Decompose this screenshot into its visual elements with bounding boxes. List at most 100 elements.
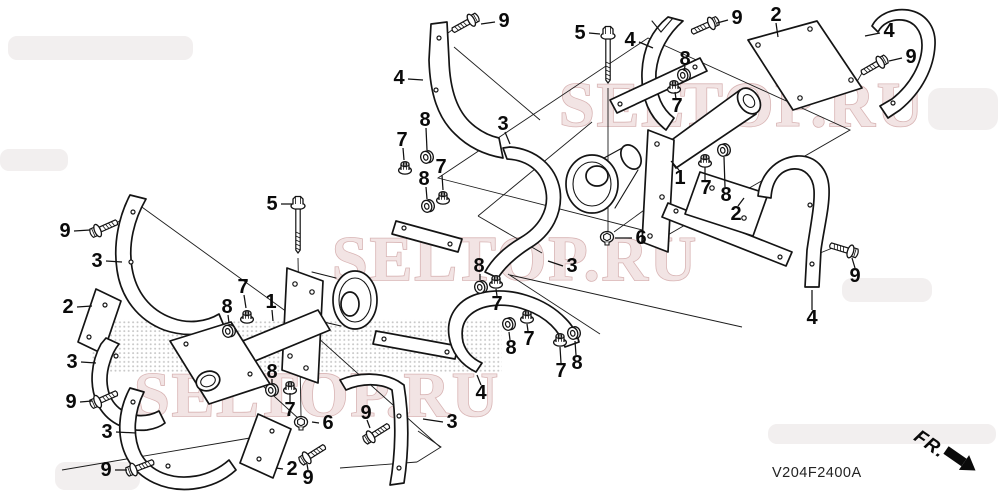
holder-bar [391,220,463,253]
callout-leader-line [271,309,274,322]
flange-nut-icon [552,332,568,347]
callout-number-17: 2 [730,203,741,225]
callout-number-2: 4 [624,29,636,51]
tine-blade [118,387,237,491]
callout-leader-line [407,78,424,81]
scan-noise-layer [0,36,998,490]
callout-number-39: 3 [446,411,457,433]
callout-leader-line [674,91,677,100]
callout-number-44: 7 [523,328,534,350]
front-direction-arrow-icon [943,446,976,471]
callout-leader-line [422,418,444,423]
callout-leader-line [306,463,309,471]
callout-number-21: 3 [566,255,577,277]
callout-number-6: 9 [905,46,916,68]
cover-plate [747,20,863,111]
callout-leader-line [227,314,230,324]
callout-leader-line [115,431,137,434]
callout-number-14: 1 [674,167,685,189]
right-assembly [428,8,936,288]
flange-nut-icon [666,79,682,94]
callout-number-47: 4 [393,67,405,89]
tine-blade [484,146,562,279]
callout-leader-line [670,160,680,171]
long-bolt-icon [290,195,306,254]
callout-number-34: 9 [100,459,111,481]
tine-blade [641,16,684,131]
callout-number-9: 3 [497,113,508,135]
tine-blade [757,155,830,288]
callout-leader-line [588,32,601,35]
callout-leader-line [504,131,511,145]
callout-number-29: 3 [66,351,77,373]
callout-number-38: 9 [360,402,371,424]
callout-number-3: 9 [731,7,742,29]
callout-number-8: 7 [671,95,682,117]
flange-bolt-icon [87,215,121,241]
callout-leader-line [441,174,444,191]
callout-leader-line [683,65,686,72]
flange-nut-icon [435,190,451,205]
side-plate [239,413,292,479]
washer-icon [418,148,436,166]
callout-leader-line [366,419,371,429]
callout-leader-line [864,32,881,37]
flange-nut-icon [519,309,535,324]
callout-number-35: 2 [286,458,297,480]
callout-number-7: 8 [679,48,690,70]
callout-leader-line [275,467,284,470]
callout-leader-line [425,186,428,200]
callout-number-28: 1 [265,291,276,313]
callout-number-4: 2 [770,4,781,26]
callout-leader-line [495,288,498,297]
callout-leader-line [775,22,779,38]
callout-number-45: 7 [555,360,566,382]
callout-number-25: 5 [266,193,277,215]
holder-bar [372,330,459,360]
flange-bolt-icon [688,13,722,39]
callout-leader-line [402,147,405,161]
callout-leader-line [888,57,903,62]
end-plate [641,129,675,253]
callout-number-5: 4 [883,20,895,42]
flange-nut-icon [239,309,255,324]
callout-leader-line [79,400,93,403]
callout-leader-line [723,156,726,188]
callout-number-32: 9 [65,391,76,413]
callout-number-40: 4 [475,382,487,404]
callout-number-11: 7 [396,129,407,151]
callout-leader-line [105,260,123,263]
flange-nut-icon [488,274,504,289]
callout-leader-line [851,257,856,269]
callout-number-37: 6 [322,412,333,434]
callout-leader-line [638,41,654,49]
callout-number-31: 7 [284,399,295,421]
washer-icon [419,197,437,215]
callout-number-16: 8 [720,184,731,206]
callout-leader-line [76,305,93,308]
callout-leader-line [80,361,97,364]
callout-leader-line [508,331,511,341]
callout-number-24: 2 [62,296,73,318]
cover-plate [684,171,769,237]
callout-number-42: 7 [491,293,502,315]
washer-icon [500,315,518,333]
callout-number-30: 8 [266,361,277,383]
callout-number-20: 4 [806,307,818,329]
callout-number-0: 9 [498,10,509,32]
callout-number-13: 8 [418,168,429,190]
callout-number-12: 7 [435,156,446,178]
callout-leader-line [73,229,91,232]
callout-leader-line [425,127,428,151]
tine-blade [339,373,409,486]
callout-number-27: 8 [221,296,232,318]
tine-blade [447,290,580,373]
flange-bolt-icon [296,440,330,469]
callout-leader-line [243,294,247,309]
washer-icon [715,141,733,159]
flange-nut-icon [282,380,298,395]
callout-leader-line [559,346,562,364]
callout-number-33: 3 [101,421,112,443]
